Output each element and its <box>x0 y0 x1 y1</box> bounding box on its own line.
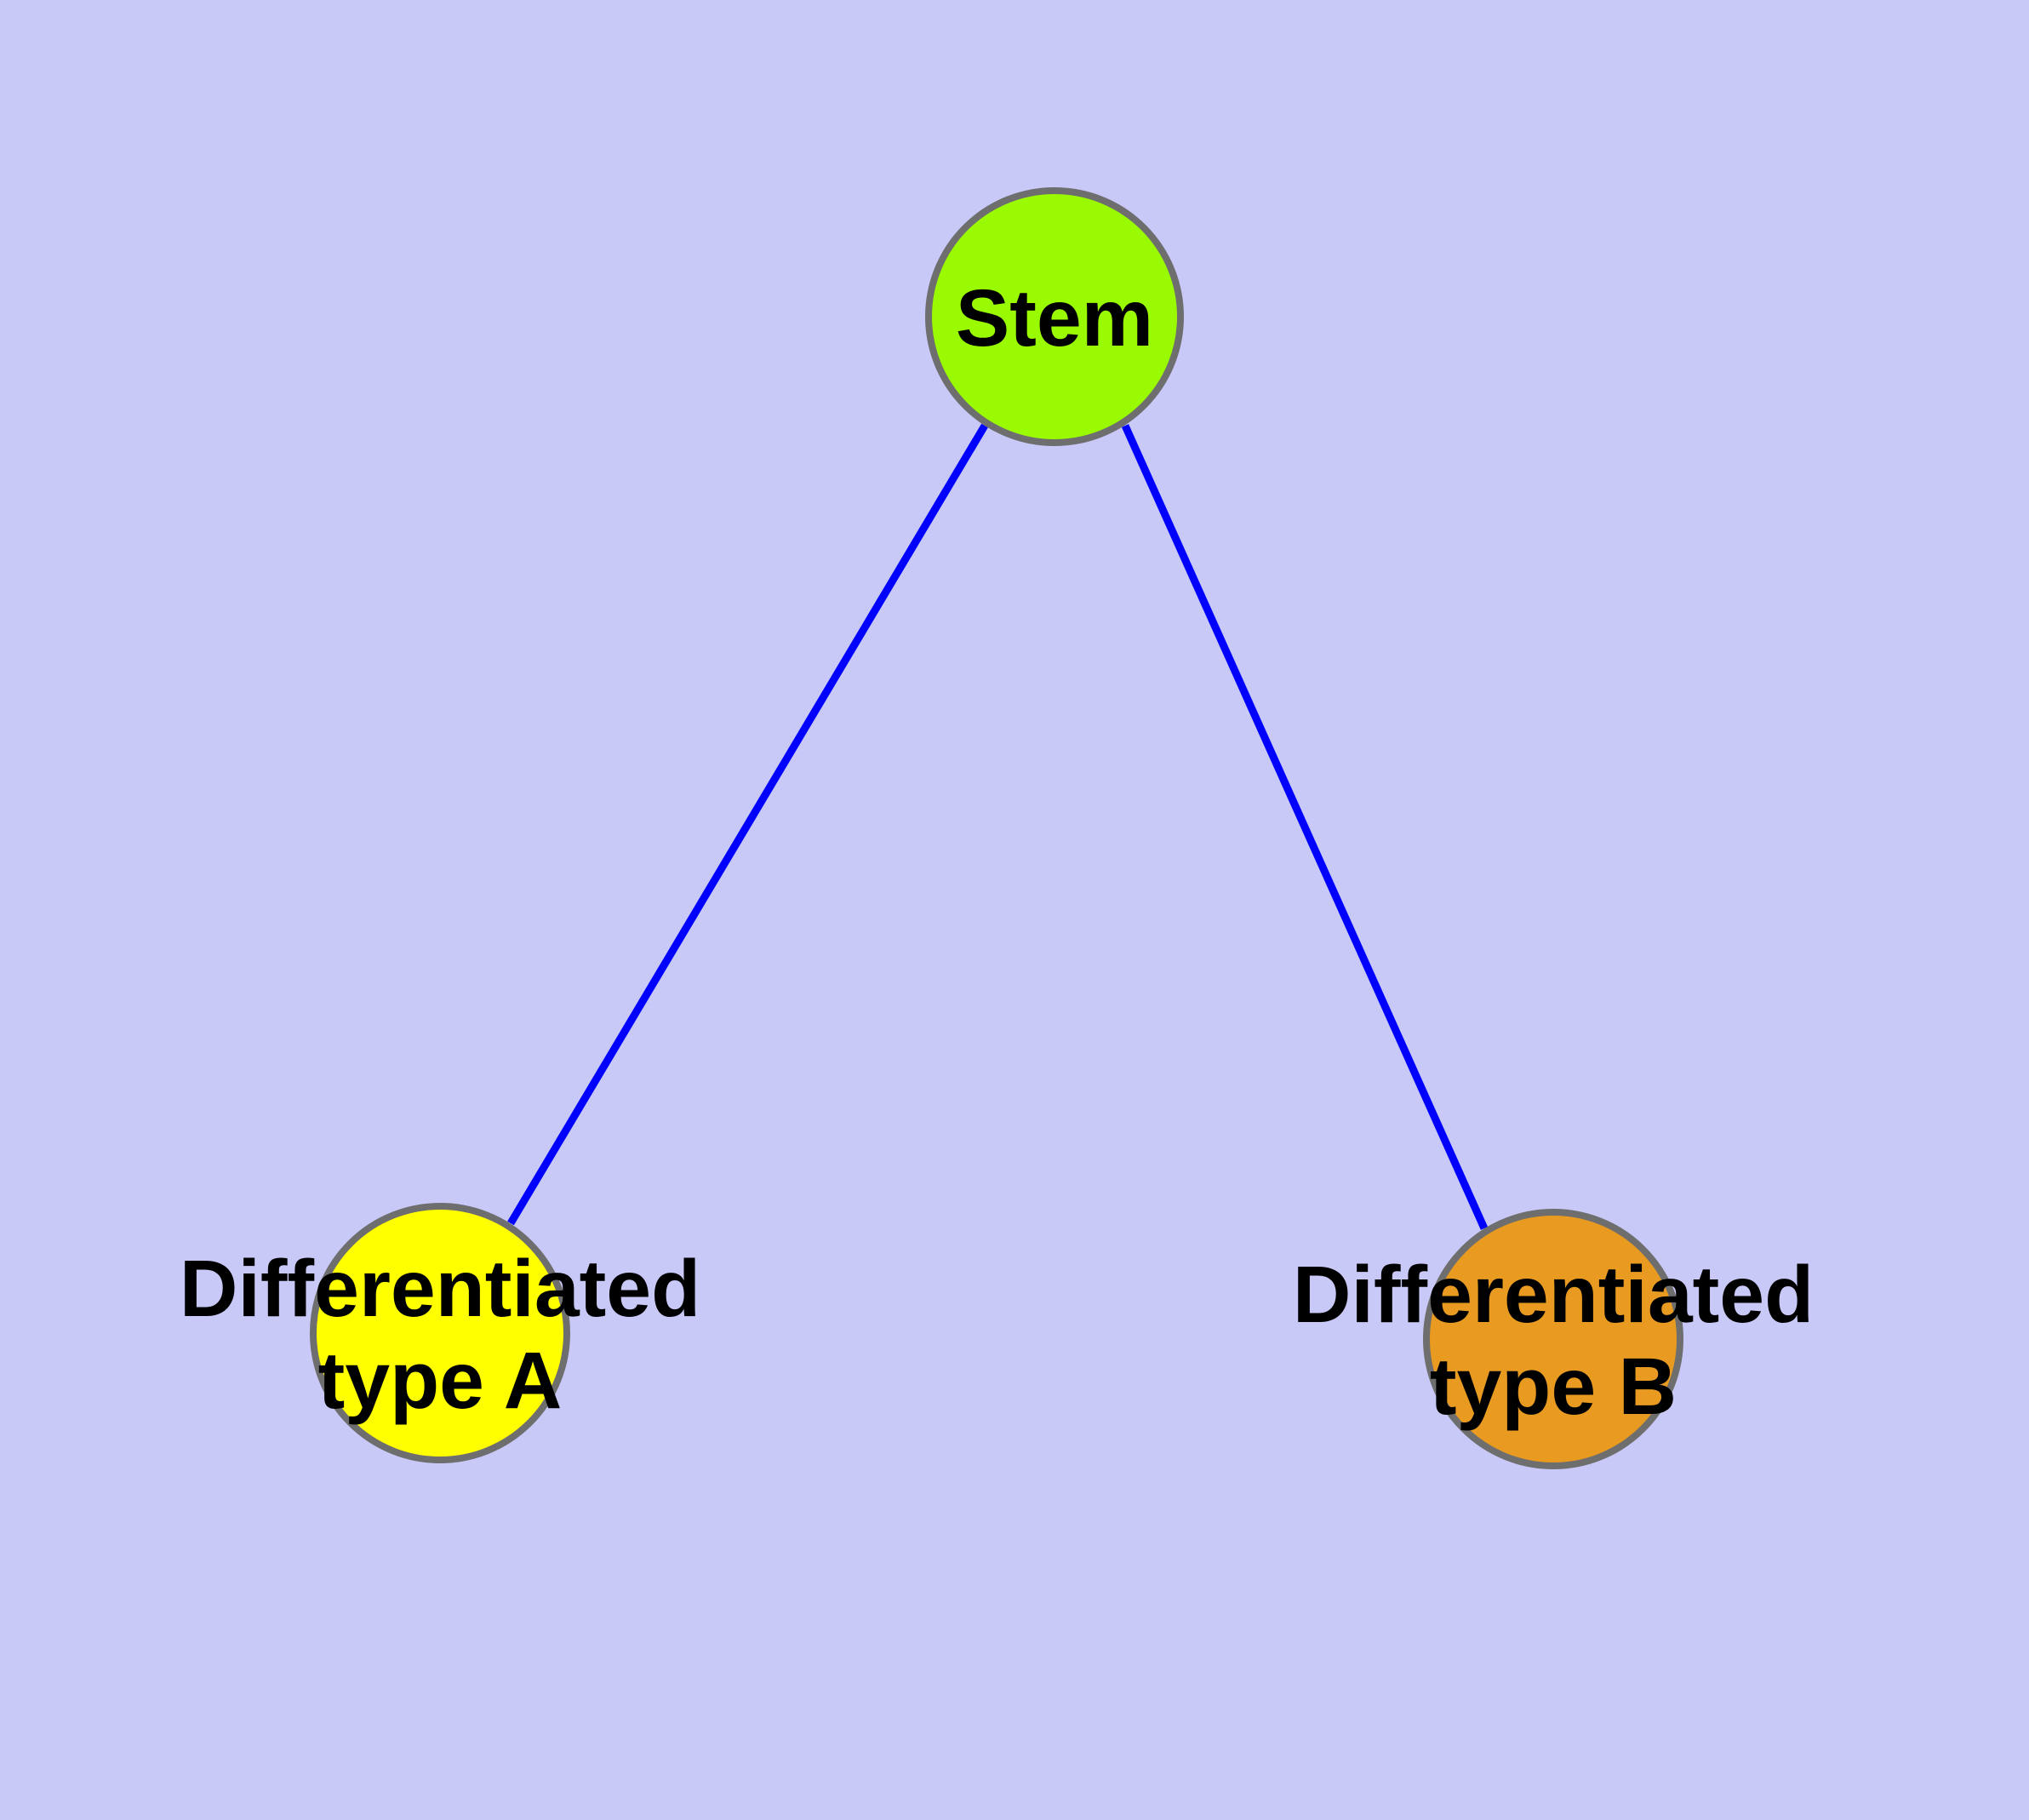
node-stem[interactable] <box>925 187 1184 446</box>
edge-stem-to-differentiated-type-a[interactable] <box>507 423 988 1226</box>
node-differentiated-type-a[interactable] <box>310 1203 570 1463</box>
edge-stem-to-differentiated-type-b[interactable] <box>1121 424 1489 1230</box>
node-differentiated-type-b[interactable] <box>1423 1209 1683 1469</box>
